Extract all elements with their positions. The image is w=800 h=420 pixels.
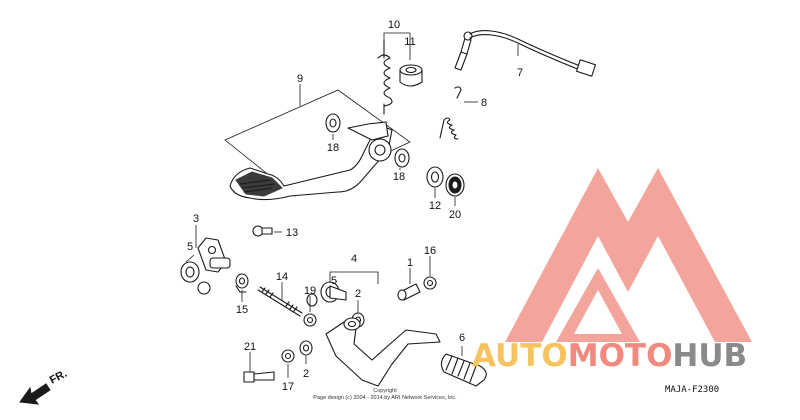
part-shift-lever — [325, 317, 441, 387]
part-spring-8 — [439, 86, 462, 140]
callout-18a: 18 — [327, 142, 339, 154]
callout-16: 16 — [424, 245, 436, 257]
callout-17: 17 — [282, 381, 294, 393]
part-bolt-13 — [252, 225, 273, 237]
diagram-code: MAJA-F2300 — [665, 385, 719, 395]
part-washer-18a — [325, 113, 341, 133]
part-rod-14 — [257, 286, 303, 317]
callout-8: 8 — [481, 97, 487, 109]
logo-triangle-outer — [505, 168, 752, 342]
watermark-logo — [505, 168, 752, 342]
callout-6: 6 — [459, 332, 465, 344]
callout-18b: 18 — [393, 171, 405, 183]
callout-5a: 5 — [187, 241, 193, 253]
watermark-moto: MOTO — [568, 338, 673, 374]
part-bushing-11 — [399, 64, 423, 87]
part-bolt-1 — [397, 283, 421, 301]
callout-labels: 10 11 7 8 9 18 18 12 20 3 5 13 4 5 14 19… — [187, 19, 523, 393]
part-rubber-6 — [440, 353, 487, 387]
part-washer-17 — [281, 349, 295, 363]
callout-20: 20 — [449, 209, 461, 221]
front-direction-arrow: FR. — [19, 368, 69, 405]
watermark-wordmark: AUTOMOTOHUB — [472, 338, 747, 374]
callout-5b: 5 — [331, 275, 337, 287]
callout-1: 1 — [407, 257, 413, 269]
callout-13: 13 — [286, 227, 298, 239]
watermark-hub: HUB — [672, 338, 747, 374]
part-seal-20 — [445, 173, 465, 197]
callout-2b: 2 — [303, 368, 309, 380]
copyright-line-2: Page design (c) 2004 - 2014 by ARI Netwo… — [313, 395, 457, 401]
callout-19: 19 — [304, 285, 316, 297]
part-nut-2b — [299, 340, 313, 356]
callout-14: 14 — [276, 271, 288, 283]
copyright-line-1: Copyright — [373, 388, 397, 394]
direction-label: FR. — [48, 368, 69, 387]
callout-10: 10 — [388, 19, 400, 31]
part-spring-10 — [377, 39, 393, 115]
callout-9: 9 — [297, 73, 303, 85]
callout-3: 3 — [193, 213, 199, 225]
part-nut-15 — [235, 273, 249, 293]
callout-21: 21 — [244, 341, 256, 353]
callout-11: 11 — [404, 36, 415, 48]
callout-15: 15 — [236, 304, 248, 316]
part-washer-18b — [394, 148, 410, 168]
callout-4: 4 — [351, 253, 357, 265]
part-brake-pedal-9 — [224, 89, 411, 201]
leader-lines — [241, 44, 519, 378]
part-washer-12 — [426, 166, 444, 188]
part-nut-16 — [423, 276, 437, 290]
part-joint-4 — [303, 281, 347, 327]
callout-2a: 2 — [355, 288, 361, 300]
part-switch-cable-7 — [454, 30, 597, 77]
watermark-auto: AUTO — [472, 338, 568, 374]
callout-12: 12 — [429, 200, 441, 212]
part-bolt-21 — [243, 371, 275, 383]
part-pivot-arm-3 — [180, 237, 231, 295]
svg-text:AUTOMOTOHUB: AUTOMOTOHUB — [472, 338, 747, 374]
callout-7: 7 — [517, 67, 523, 79]
